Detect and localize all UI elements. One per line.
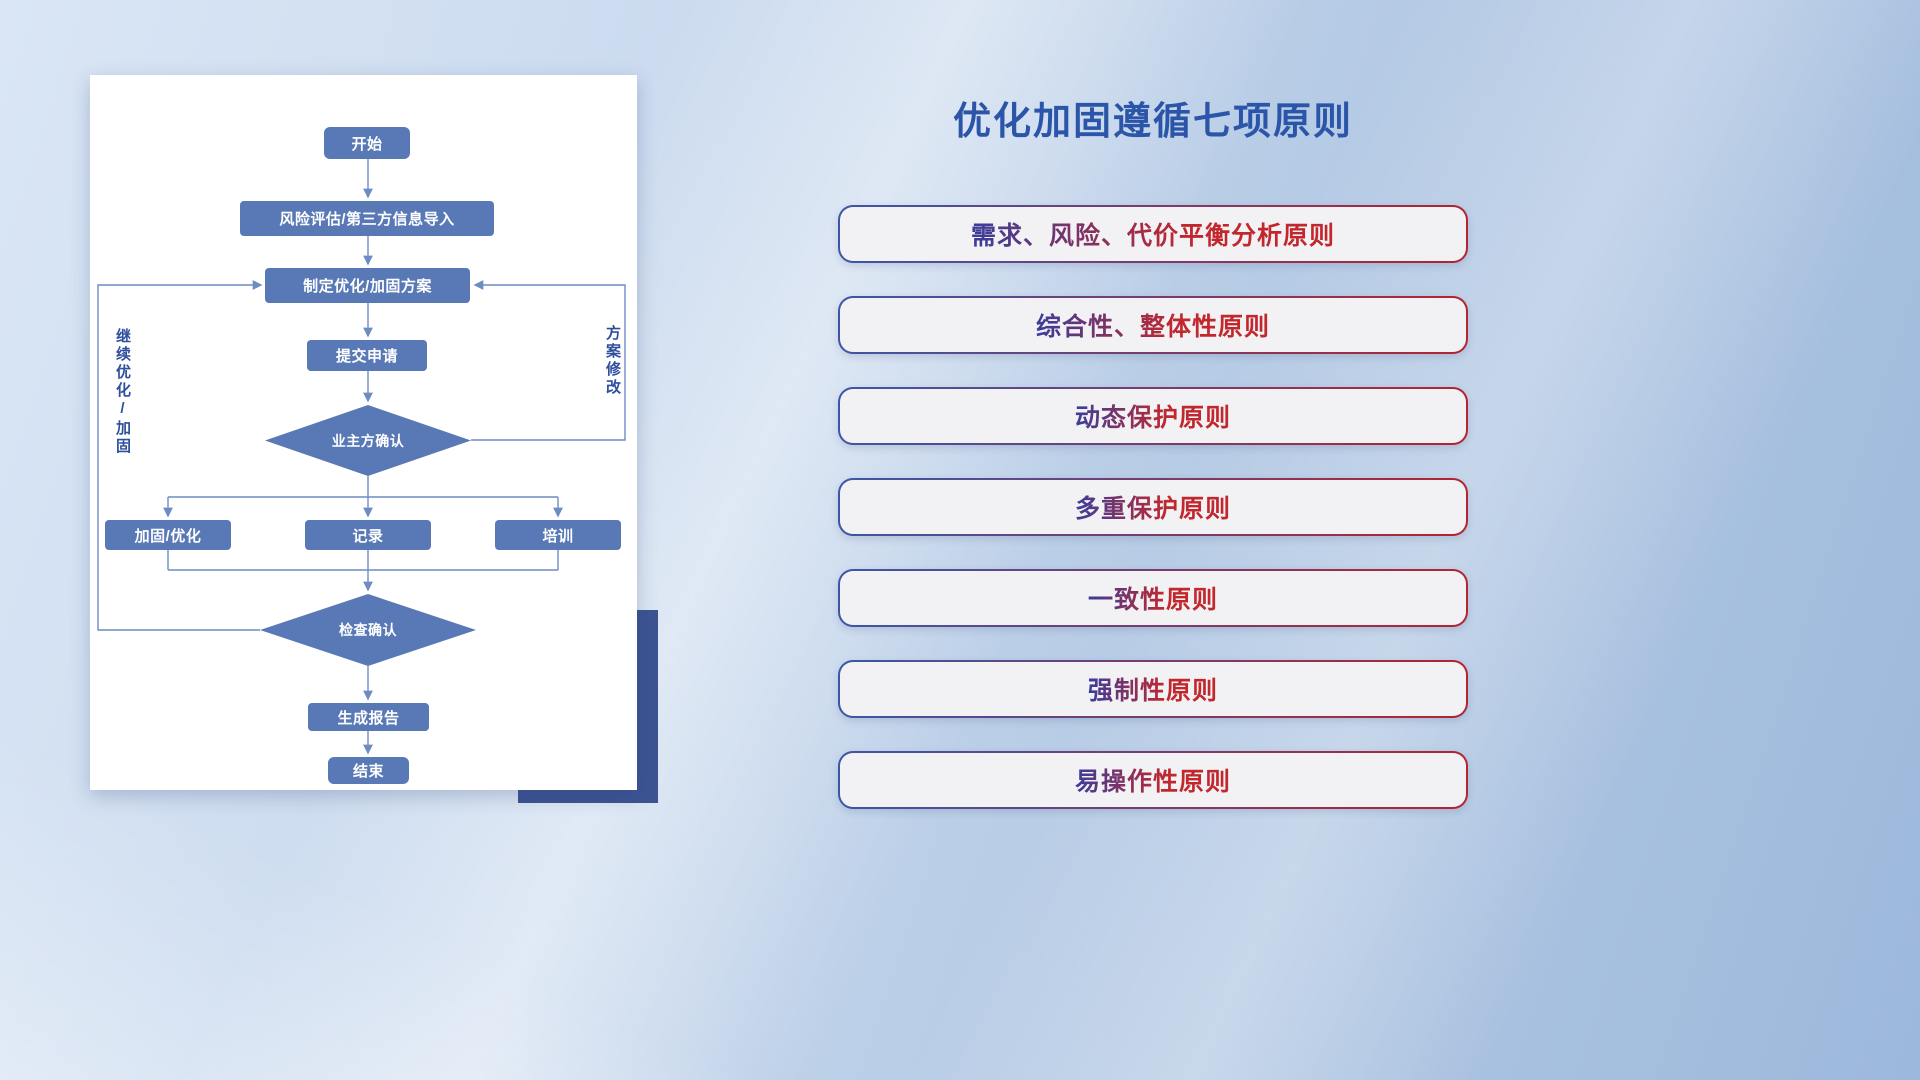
panel-title: 优化加固遵循七项原则	[952, 101, 1353, 143]
principle-pill: 多重保护原则	[838, 478, 1468, 536]
principle-label: 综合性、整体性原则	[1036, 307, 1270, 343]
principle-pill: 强制性原则	[838, 660, 1468, 718]
principle-pill: 动态保护原则	[838, 387, 1468, 445]
flow-node-start: 开始	[324, 127, 410, 159]
flow-node-submit: 提交申请	[307, 340, 427, 371]
flow-node-make-plan: 制定优化/加固方案	[265, 268, 470, 303]
principle-label: 多重保护原则	[1075, 489, 1231, 525]
principle-pill: 需求、风险、代价平衡分析原则	[838, 205, 1468, 263]
flowchart-connectors	[97, 159, 626, 755]
principle-pill: 易操作性原则	[838, 751, 1468, 809]
edge-label-plan-revision: 方案修改	[604, 325, 621, 397]
principles-list: 需求、风险、代价平衡分析原则 综合性、整体性原则 动态保护原则 多重保护原则 一…	[838, 205, 1468, 809]
principle-pill: 一致性原则	[838, 569, 1468, 627]
flowchart-card: 开始 风险评估/第三方信息导入 制定优化/加固方案 提交申请 业主方确认 加固/…	[90, 75, 637, 790]
flow-node-reinforce: 加固/优化	[105, 520, 231, 550]
flow-node-record: 记录	[305, 520, 431, 550]
principle-label: 强制性原则	[1088, 671, 1218, 707]
principle-pill: 综合性、整体性原则	[838, 296, 1468, 354]
principle-label: 一致性原则	[1088, 580, 1218, 616]
flow-node-end: 结束	[328, 757, 409, 784]
principle-label: 易操作性原则	[1075, 762, 1231, 798]
flow-node-risk-import: 风险评估/第三方信息导入	[240, 201, 494, 236]
flow-node-training: 培训	[495, 520, 621, 550]
flow-node-report: 生成报告	[308, 703, 429, 731]
principles-panel: 优化加固遵循七项原则 需求、风险、代价平衡分析原则 综合性、整体性原则 动态保护…	[838, 90, 1468, 809]
edge-label-continue-loop: 继续优化/加固	[114, 328, 131, 456]
principle-label: 需求、风险、代价平衡分析原则	[971, 216, 1335, 252]
principle-label: 动态保护原则	[1075, 398, 1231, 434]
